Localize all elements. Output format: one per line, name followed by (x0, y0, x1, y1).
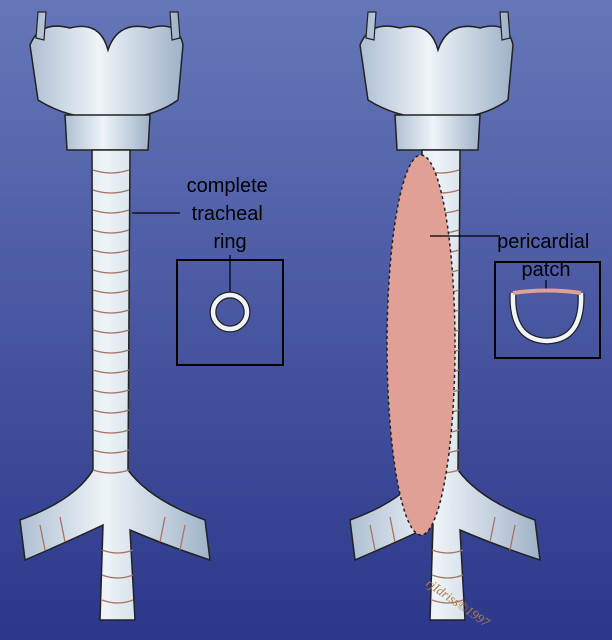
pericardial-patch-graft (386, 154, 456, 536)
ring-fill (510, 292, 584, 344)
label-line: ring (213, 231, 246, 253)
label-line: patch (522, 259, 571, 281)
ring-fill (210, 292, 250, 332)
cross-section-box-right (494, 261, 601, 359)
label-line: pericardial (497, 231, 589, 253)
patch-section (512, 288, 582, 295)
left-label: complete tracheal ring (187, 175, 274, 253)
right-label: pericardial patch (497, 231, 595, 281)
label-line: tracheal (192, 203, 263, 225)
label-line: complete (187, 175, 268, 197)
